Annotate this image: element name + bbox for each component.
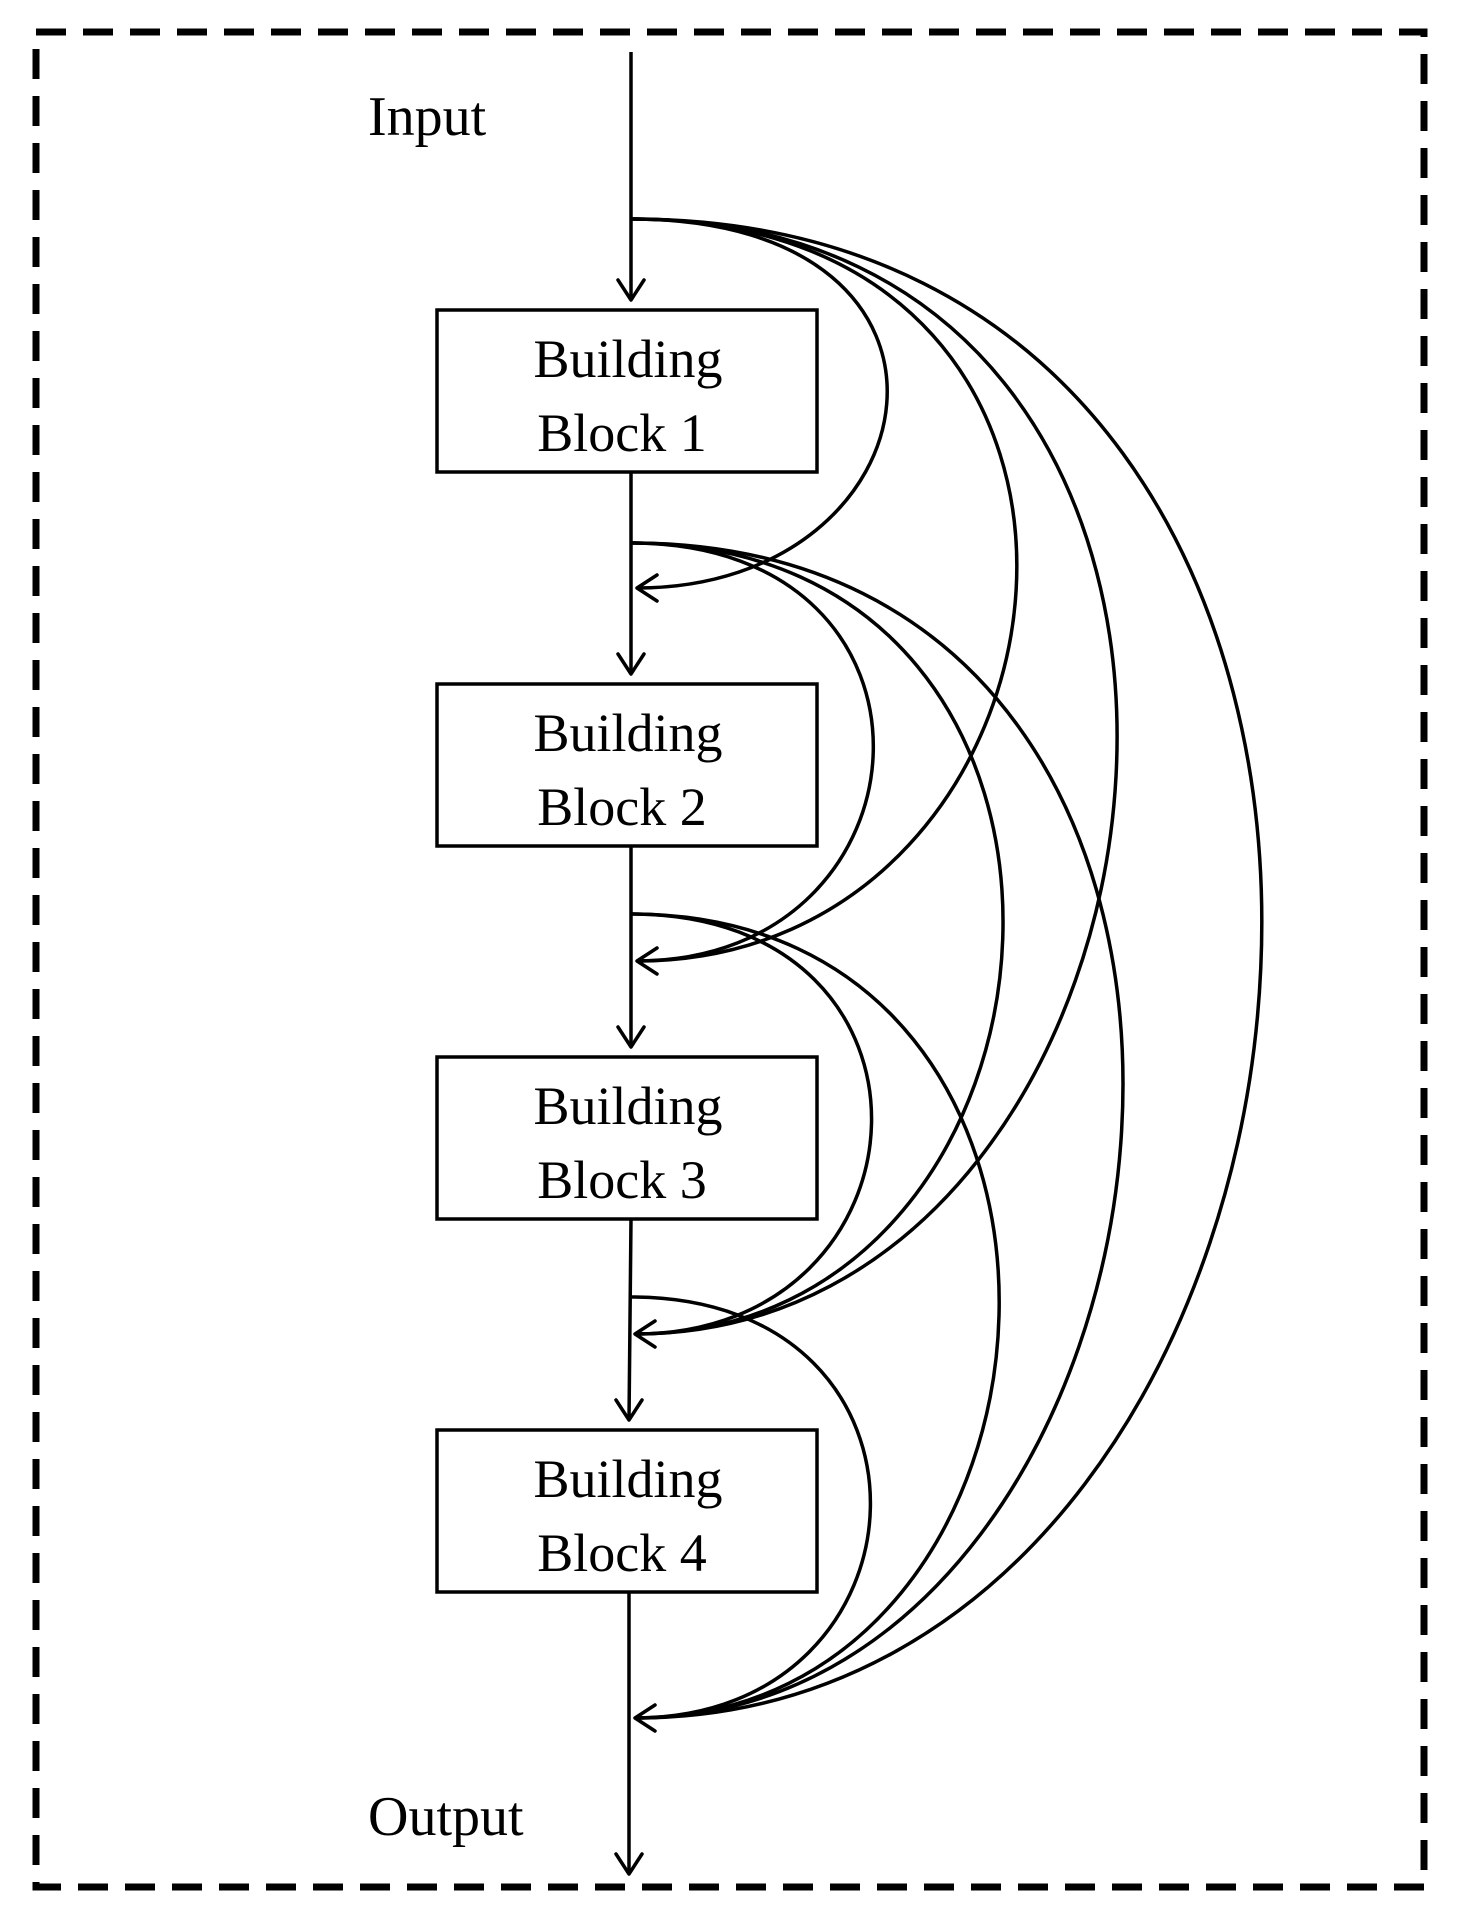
input-label: Input	[368, 86, 487, 148]
skip-arc-block1-to-output	[630, 541, 1125, 1720]
block-box	[435, 1428, 819, 1594]
main-flow	[614, 52, 646, 1876]
skip-arc-input-to-block4	[630, 217, 1119, 1336]
building-block-1: Building Block 1	[435, 308, 819, 474]
output-label: Output	[368, 1786, 524, 1848]
block-box	[435, 682, 819, 848]
skip-arc-block1-to-block4	[630, 541, 1005, 1336]
block-label-line2: Block 1	[537, 403, 707, 463]
arrowhead-output	[614, 1852, 644, 1876]
arrowhead-block2	[616, 652, 646, 676]
dashed-frame	[32, 28, 1428, 1891]
block-box	[435, 308, 819, 474]
block-label-line1: Building	[533, 703, 722, 763]
arrowhead-block1	[616, 278, 646, 302]
skip-arrowheads	[633, 573, 659, 1733]
arrowhead-block4	[614, 1398, 644, 1422]
block-label-line1: Building	[533, 1076, 722, 1136]
skip-arrowhead-block4	[633, 1319, 657, 1349]
building-block-2: Building Block 2	[435, 682, 819, 848]
block-label-line2: Block 4	[537, 1523, 707, 1583]
block-label-line2: Block 2	[537, 777, 707, 837]
skip-connections	[630, 217, 1264, 1720]
block-box	[435, 1055, 819, 1221]
skip-arc-block2-to-output	[630, 912, 1001, 1720]
block-label-line1: Building	[533, 1449, 722, 1509]
skip-arc-input-to-output	[630, 217, 1264, 1720]
arrowhead-block3	[616, 1025, 646, 1049]
block-label-line1: Building	[533, 329, 722, 389]
block-label-line2: Block 3	[537, 1150, 707, 1210]
building-block-3: Building Block 3	[435, 1055, 819, 1221]
skip-arc-block2-to-block4	[630, 912, 874, 1336]
skip-arc-block3-to-output	[630, 1295, 873, 1720]
skip-arrowhead-block2	[635, 573, 659, 603]
skip-arrowhead-block3	[635, 946, 659, 976]
skip-arc-input-to-block3	[630, 217, 1019, 963]
skip-arrowhead-output	[633, 1703, 657, 1733]
flow-block3-to-block4	[627, 1218, 633, 1421]
building-block-4: Building Block 4	[435, 1428, 819, 1594]
